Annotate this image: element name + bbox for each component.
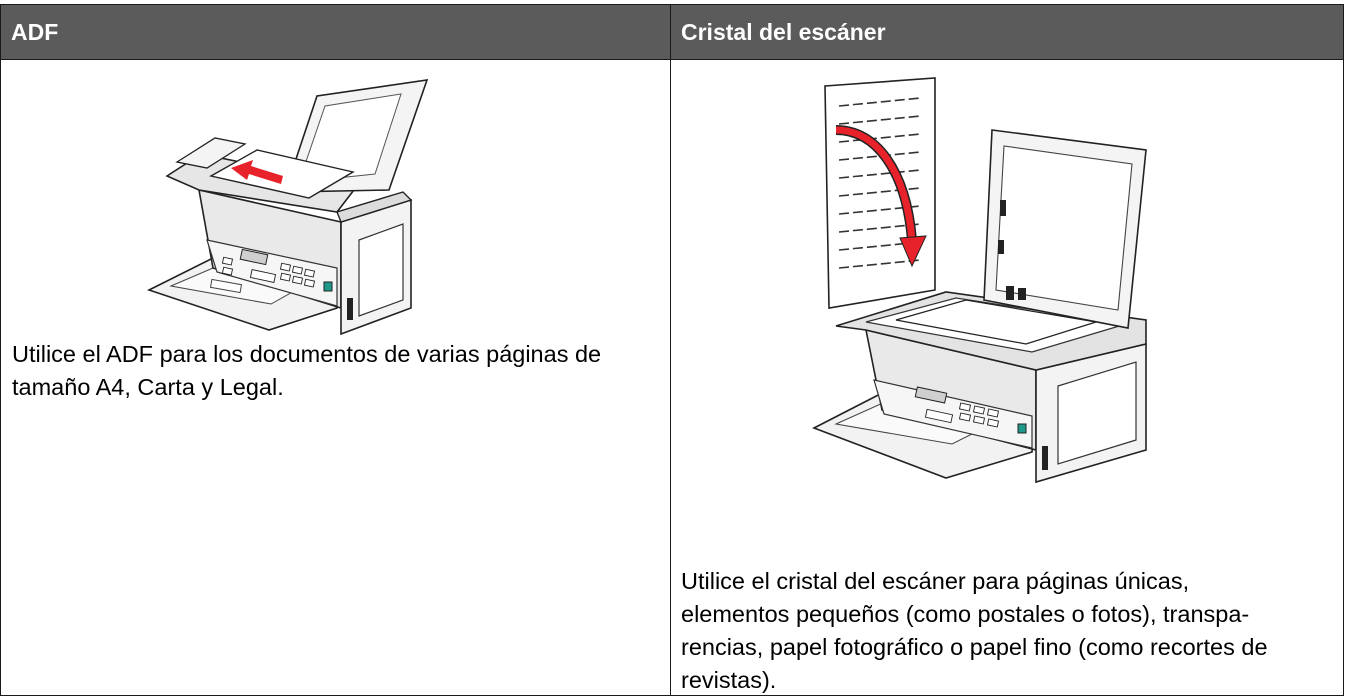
scanner-description-line-2: elementos pequeños (como postales o foto… [681,601,1250,627]
adf-description-line-2: tamaño A4, Carta y Legal. [12,374,284,400]
adf-description-line-1: Utilice el ADF para los documentos de va… [12,341,602,367]
adf-description: Utilice el ADF para los documentos de va… [12,338,667,404]
comparison-table: ADF Cristal del escáner [0,4,1344,696]
adf-printer-illustration [146,79,429,336]
header-adf: ADF [1,5,671,60]
header-scanner-glass: Cristal del escáner [671,5,1343,60]
scanner-glass-printer-illustration [812,125,1147,484]
scanner-glass-description: Utilice el cristal del escáner para pági… [681,565,1341,697]
scanner-description-line-3: rencias, papel fotográfico o papel fino … [681,634,1268,660]
scanner-description-line-1: Utilice el cristal del escáner para pági… [681,568,1190,594]
cell-scanner-glass: Utilice el cristal del escáner para pági… [671,60,1343,695]
scanner-description-line-4: revistas). [681,667,777,693]
cell-adf: Utilice el ADF para los documentos de va… [1,60,671,695]
